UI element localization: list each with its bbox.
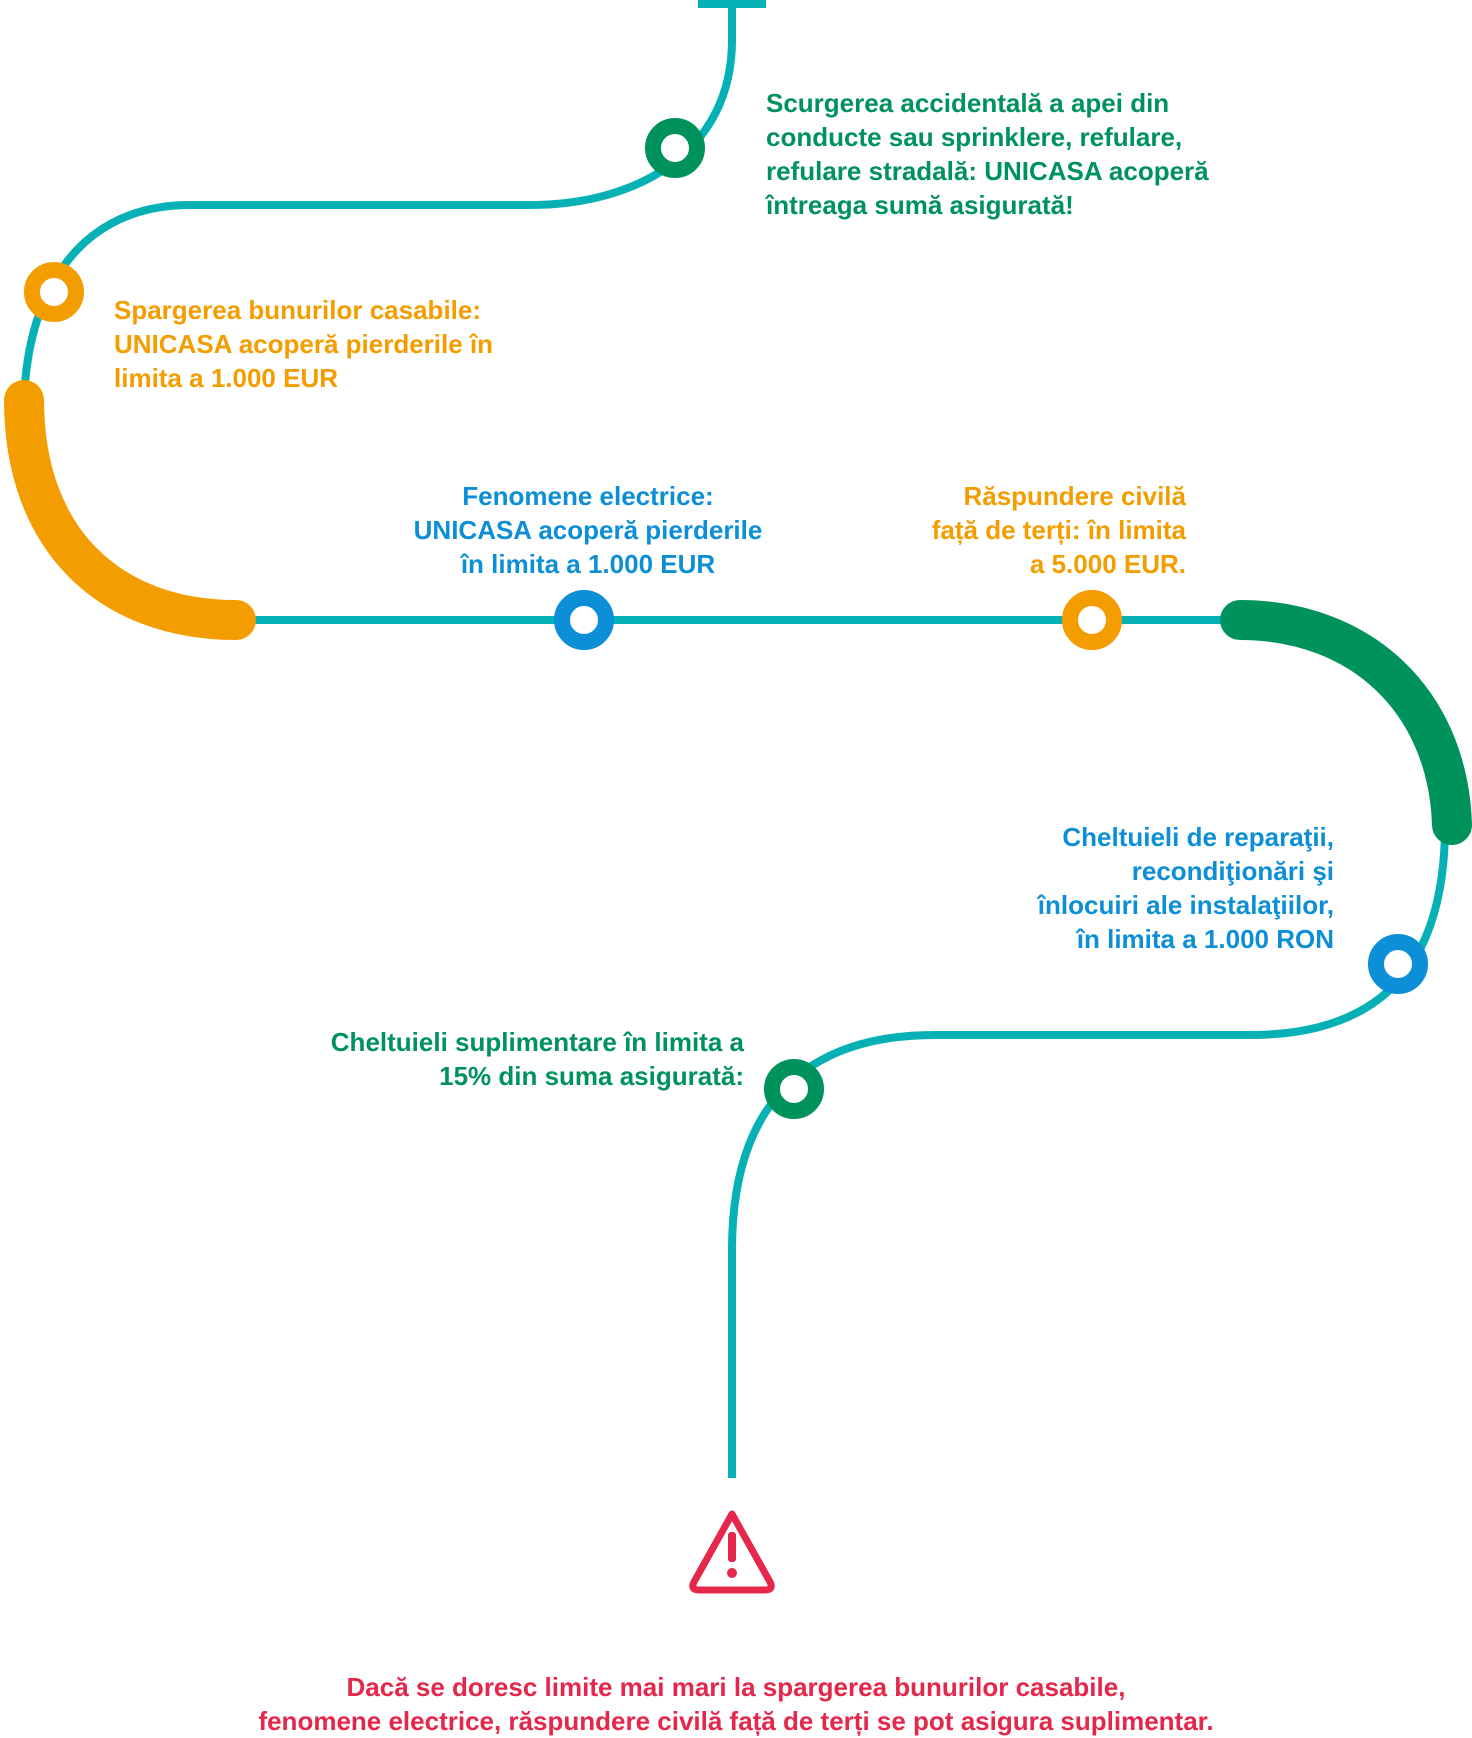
stop-marker-civil-liability [1062,590,1122,650]
green-route-segment [1220,600,1472,845]
stop-label-civil-liability: Răspundere civilă față de terți: în limi… [931,481,1186,579]
route-line [728,824,1449,1478]
stop-marker-repairs [1368,934,1428,994]
warning-triangle-icon [689,1510,775,1594]
stop-marker-breakables [24,262,84,322]
stop-label-repairs: Cheltuieli de reparaţii, recondiţionări … [1037,822,1334,954]
warning-note: Dacă se doresc limite mai mari la sparge… [258,1672,1214,1736]
stop-label-breakables: Spargerea bunurilor casabile: UNICASA ac… [114,295,494,393]
stop-marker-water-leak [645,118,705,178]
stop-label-electrical: Fenomene electrice: UNICASA acoperă pier… [413,481,763,579]
stop-marker-extra-costs [764,1059,824,1119]
stop-label-water-leak: Scurgerea accidentală a apei din conduct… [766,88,1209,220]
stop-marker-electrical [554,590,614,650]
stop-label-extra-costs: Cheltuieli suplimentare în limita a 15% … [330,1027,744,1091]
orange-route-segment [4,380,256,640]
